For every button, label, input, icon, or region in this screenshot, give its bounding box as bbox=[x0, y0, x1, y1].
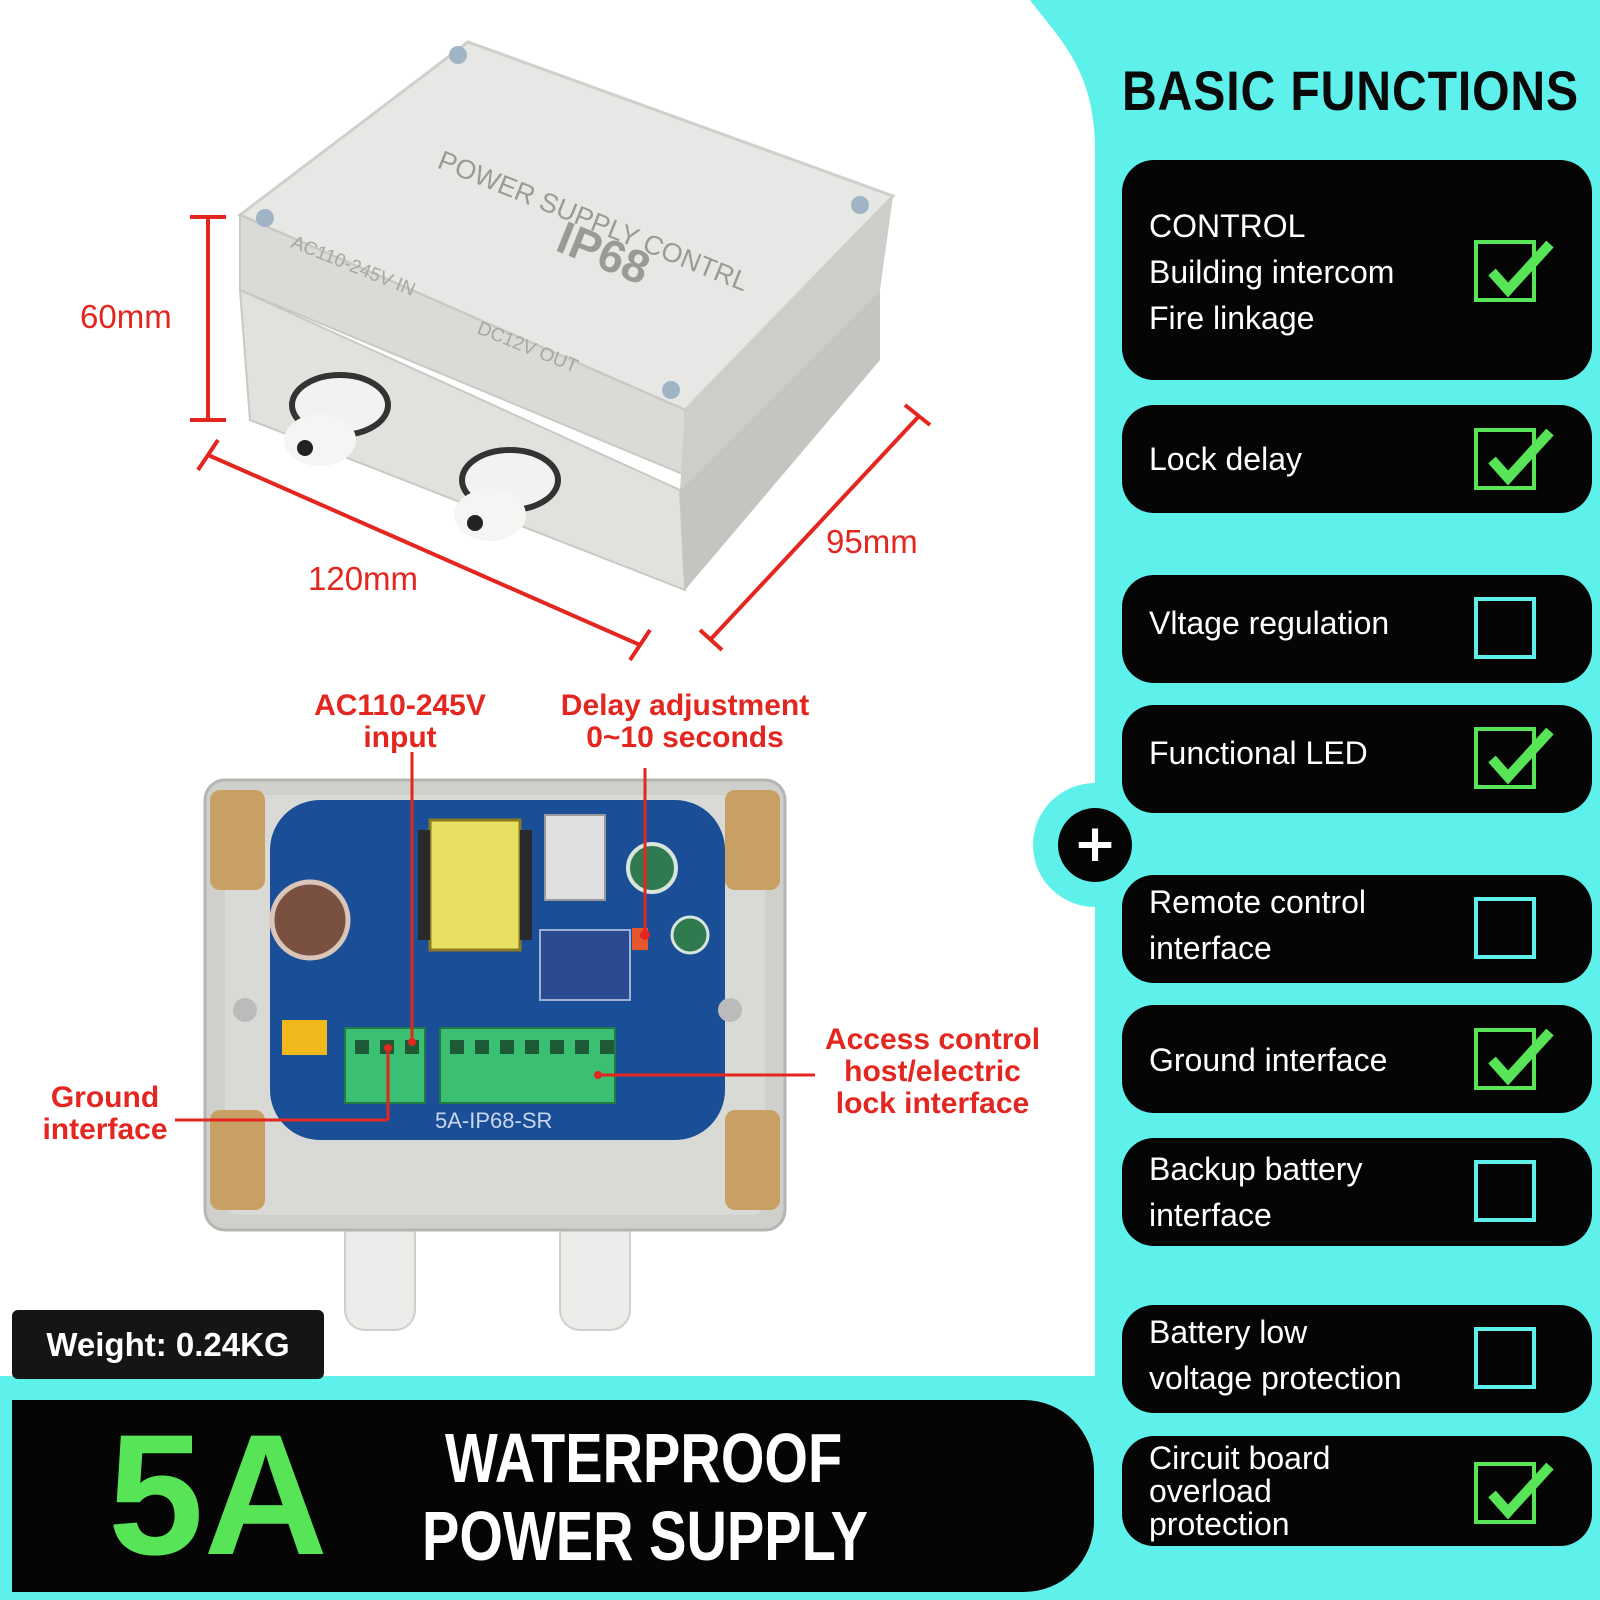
function-item-overload-protection-label: Circuit board overload protection bbox=[1149, 1442, 1330, 1541]
board-label: 5A-IP68-SR bbox=[435, 1108, 553, 1133]
callout-ac-input: AC110-245V input bbox=[290, 690, 510, 754]
function-item-control: CONTROL Building intercom Fire linkage bbox=[1122, 160, 1592, 380]
plus-icon: + bbox=[1058, 808, 1132, 882]
callout-ground-line1: Ground bbox=[50, 1081, 160, 1114]
function-item-remote-control-checkbox bbox=[1474, 897, 1536, 959]
callout-access-line3: lock interface bbox=[835, 1087, 1030, 1120]
function-item-control-line3: Fire linkage bbox=[1149, 300, 1315, 336]
function-item-battery-low-voltage-label: Battery low voltage protection bbox=[1149, 1309, 1402, 1401]
function-item-functional-led-checkbox bbox=[1474, 727, 1554, 789]
function-item-remote-control-label: Remote control interface bbox=[1149, 879, 1366, 971]
banner-line2: POWER SUPPLY bbox=[422, 1497, 869, 1575]
function-item-backup-battery-line1: Backup battery bbox=[1149, 1151, 1363, 1187]
callout-ground: Ground interface bbox=[25, 1082, 185, 1146]
banner-amp: 5A bbox=[108, 1399, 328, 1591]
function-item-overload-protection-line2: overload bbox=[1149, 1473, 1272, 1509]
function-item-functional-led-label: Functional LED bbox=[1149, 735, 1368, 771]
callout-ac-input-line2: input bbox=[363, 721, 437, 754]
function-item-remote-control-line2: interface bbox=[1149, 930, 1272, 966]
function-item-remote-control-line1: Remote control bbox=[1149, 884, 1366, 920]
function-item-lock-delay-label: Lock delay bbox=[1149, 441, 1302, 477]
function-item-voltage-regulation-label: Vltage regulation bbox=[1149, 605, 1390, 641]
function-item-overload-protection-checkbox bbox=[1474, 1462, 1554, 1524]
callout-delay-line2: 0~10 seconds bbox=[586, 721, 784, 754]
function-item-lock-delay: Lock delay bbox=[1122, 405, 1592, 513]
enclosure-closed-illustration bbox=[190, 40, 932, 662]
checkmark-icon bbox=[1488, 1462, 1554, 1520]
function-item-backup-battery-line2: interface bbox=[1149, 1197, 1272, 1233]
function-item-voltage-regulation: Vltage regulation bbox=[1122, 575, 1592, 683]
function-item-overload-protection-line1: Circuit board bbox=[1149, 1440, 1331, 1476]
callout-ground-line2: interface bbox=[42, 1113, 168, 1146]
checkmark-icon bbox=[1488, 240, 1554, 298]
function-item-functional-led: Functional LED bbox=[1122, 705, 1592, 813]
function-item-overload-protection-line3: protection bbox=[1149, 1506, 1290, 1542]
function-item-ground-interface-label: Ground interface bbox=[1149, 1042, 1388, 1078]
callout-delay: Delay adjustment 0~10 seconds bbox=[540, 690, 830, 754]
panel-title: BASIC FUNCTIONS bbox=[1122, 59, 1580, 122]
function-item-control-line1: CONTROL bbox=[1149, 208, 1306, 244]
function-item-backup-battery: Backup battery interface bbox=[1122, 1138, 1592, 1246]
function-item-battery-low-voltage-checkbox bbox=[1474, 1327, 1536, 1389]
checkmark-icon bbox=[1488, 727, 1554, 785]
bottom-banner bbox=[12, 1400, 1094, 1592]
callout-access: Access control host/electric lock interf… bbox=[805, 1024, 1060, 1120]
function-item-remote-control: Remote control interface bbox=[1122, 875, 1592, 983]
function-item-control-line2: Building intercom bbox=[1149, 254, 1395, 290]
circuit-board-illustration bbox=[203, 778, 787, 1331]
function-item-control-checkbox bbox=[1474, 240, 1554, 302]
function-item-ground-interface: Ground interface bbox=[1122, 1005, 1592, 1113]
function-item-battery-low-voltage: Battery low voltage protection bbox=[1122, 1305, 1592, 1413]
callout-delay-line1: Delay adjustment bbox=[560, 689, 810, 722]
depth-dimension-label: 95mm bbox=[826, 523, 918, 560]
function-item-backup-battery-label: Backup battery interface bbox=[1149, 1146, 1362, 1238]
checkmark-icon bbox=[1488, 1028, 1554, 1086]
function-item-ground-interface-checkbox bbox=[1474, 1028, 1554, 1090]
function-item-control-label: CONTROL Building intercom Fire linkage bbox=[1149, 203, 1394, 341]
function-item-lock-delay-checkbox bbox=[1474, 428, 1554, 490]
banner-line1: WATERPROOF bbox=[445, 1419, 843, 1497]
length-dimension-label: 120mm bbox=[308, 560, 419, 597]
weight-badge: Weight: 0.24KG bbox=[12, 1310, 324, 1379]
function-item-overload-protection: Circuit board overload protection bbox=[1122, 1436, 1592, 1546]
callout-ac-input-line1: AC110-245V bbox=[314, 689, 486, 722]
function-item-voltage-regulation-checkbox bbox=[1474, 597, 1536, 659]
function-item-backup-battery-checkbox bbox=[1474, 1160, 1536, 1222]
checkmark-icon bbox=[1488, 428, 1554, 486]
callout-lines bbox=[175, 752, 815, 1122]
height-dimension-label: 60mm bbox=[80, 298, 172, 335]
callout-access-line2: host/electric bbox=[844, 1055, 1021, 1088]
function-item-battery-low-voltage-line2: voltage protection bbox=[1149, 1360, 1402, 1396]
function-item-battery-low-voltage-line1: Battery low bbox=[1149, 1314, 1308, 1350]
callout-access-line1: Access control bbox=[824, 1023, 1041, 1056]
